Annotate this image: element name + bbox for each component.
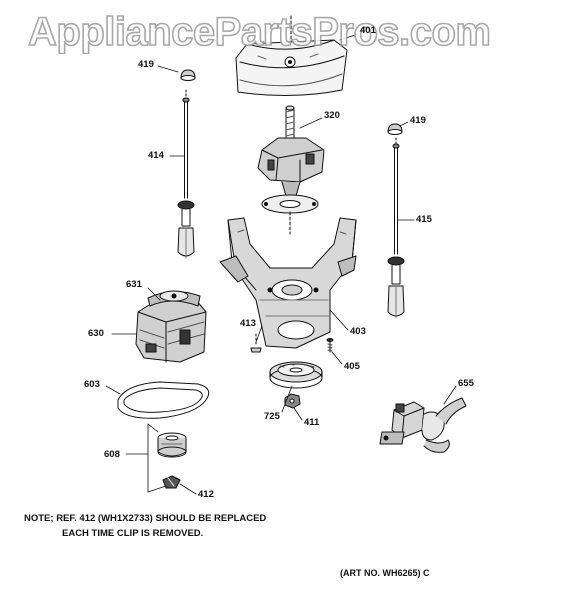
note-line-1: NOTE; REF. 412 (WH1X2733) SHOULD BE REPL…	[24, 513, 267, 524]
callout-603: 603	[84, 379, 100, 390]
part-419-cap-left	[180, 69, 196, 81]
part-415-suspension-rod	[387, 137, 405, 319]
part-412-clip	[162, 475, 181, 489]
part-655-pump	[379, 397, 467, 453]
part-630-motor	[135, 297, 207, 363]
callout-401: 401	[360, 25, 376, 36]
part-608-pulley	[157, 432, 187, 458]
callout-631: 631	[126, 279, 142, 290]
part-725-drive-pulley	[269, 361, 323, 389]
callout-630: 630	[88, 328, 104, 339]
callout-415: 415	[416, 214, 432, 225]
callout-655: 655	[458, 378, 474, 389]
note-line-2: EACH TIME CLIP IS REMOVED.	[62, 528, 204, 539]
part-403-bracket	[219, 217, 357, 349]
part-320-transmission	[257, 105, 325, 235]
part-419-cap-right	[387, 123, 403, 135]
callout-419-right: 419	[410, 115, 426, 126]
callout-320: 320	[324, 110, 340, 121]
part-411-nut	[284, 393, 301, 409]
callout-413: 413	[240, 318, 256, 329]
callout-725: 725	[264, 411, 280, 422]
part-405-screw	[326, 338, 334, 353]
part-631-motor-housing	[147, 290, 201, 307]
part-401-cover	[235, 15, 348, 97]
leader-lines	[105, 33, 457, 495]
callout-411: 411	[304, 417, 320, 428]
callout-419-left: 419	[138, 59, 154, 70]
callout-403: 403	[350, 326, 366, 337]
part-413-washer	[250, 333, 262, 353]
callout-414: 414	[148, 150, 164, 161]
callout-405: 405	[344, 361, 360, 372]
callout-412: 412	[198, 489, 214, 500]
art-number: (ART NO. WH6265) C	[340, 568, 430, 578]
callout-608: 608	[104, 449, 120, 460]
part-603-belt	[117, 381, 210, 419]
part-414-suspension-rod	[177, 89, 195, 259]
